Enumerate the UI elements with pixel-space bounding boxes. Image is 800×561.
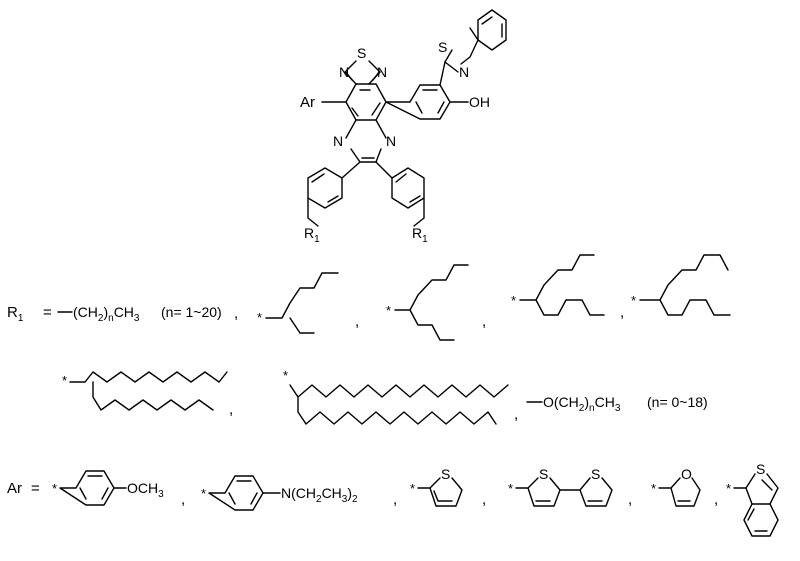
r1-branched-alkyl-1: *	[257, 272, 339, 334]
attachment-star: *	[631, 293, 636, 308]
r1-branched-alkyl-2: *	[386, 264, 469, 341]
comma: ,	[620, 304, 624, 321]
attachment-star: *	[511, 293, 516, 308]
comma: ,	[229, 401, 233, 418]
benzothiophene-s: S	[756, 461, 765, 477]
r1-alkoxy-range: (n= 0~18)	[647, 394, 708, 410]
ar-equals: =	[31, 480, 40, 497]
comma: ,	[514, 406, 518, 423]
thiadiazole-s: S	[357, 45, 366, 61]
pyrazine-n-left: N	[333, 133, 343, 149]
benzothiazole-group: S N	[438, 9, 507, 86]
r1-right-label: R1	[412, 225, 428, 245]
attachment-star: *	[508, 481, 513, 496]
hydroxyl-label: OH	[469, 94, 490, 110]
r1-branched-alkyl-3: *	[511, 254, 605, 316]
ar-furan: * O	[651, 466, 701, 507]
r1-linear-formula: (CH2)nCH3	[73, 304, 140, 324]
benzothiazole-s: S	[438, 39, 447, 55]
thiadiazole-ring: N S N	[339, 45, 387, 85]
methoxy-label: OCH3	[127, 480, 164, 500]
comma: ,	[355, 313, 359, 330]
r1-symbol: R1	[7, 304, 24, 324]
comma: ,	[482, 491, 486, 508]
left-aryl-ring: R1	[304, 161, 361, 245]
r1-branched-alkyl-4: *	[631, 254, 731, 316]
attachment-star: *	[651, 481, 656, 496]
benzothiazole-n: N	[459, 64, 469, 80]
bithiophene-s2: S	[591, 466, 600, 482]
r1-definition: R1 = (CH2)nCH3 (n= 1~20) , * , * , * , *	[7, 254, 731, 341]
furan-o: O	[681, 466, 692, 482]
pyrazine-n-right: N	[386, 133, 396, 149]
central-benzene-ring	[345, 83, 387, 121]
thiophene-s: S	[441, 466, 450, 482]
attachment-star: *	[257, 310, 262, 325]
ar-benzothiophene: * S	[726, 461, 779, 537]
attachment-star: *	[201, 486, 206, 501]
r1-long-branched-alkyl-2: *	[283, 368, 509, 425]
right-aryl-ring: R1	[375, 161, 428, 245]
comma: ,	[628, 491, 632, 508]
ar-thiophene: * S	[410, 466, 463, 507]
thiadiazole-n-left: N	[339, 64, 349, 80]
ar-methoxyphenyl: * OCH3	[52, 470, 164, 506]
pyrazine-ring: N N	[333, 119, 396, 163]
attachment-star: *	[386, 303, 391, 318]
attachment-star: *	[410, 481, 415, 496]
r1-left-label: R1	[304, 225, 320, 245]
attachment-star: *	[283, 368, 288, 383]
ar-bithiophene: * S S	[508, 466, 613, 507]
bithiophene-s1: S	[539, 466, 548, 482]
core-molecule: N S N N N Ar OH S N	[300, 9, 507, 245]
r1-alkoxy-formula: O(CH2)nCH3	[543, 394, 621, 414]
r1-linear-range: (n= 1~20)	[161, 304, 222, 320]
ar-symbol: Ar	[7, 480, 22, 497]
thiadiazole-n-right: N	[377, 64, 387, 80]
ar-definition: Ar = * OCH3 , * N(CH2CH3)2 , * S , *	[7, 461, 779, 537]
r1-long-branched-alkyl-1: *	[62, 371, 228, 411]
r1-definition-row-2: * , * , O(CH2)nCH3 (n= 0~18)	[62, 368, 708, 425]
amine-label: N(CH2CH3)2	[281, 485, 358, 505]
attachment-star: *	[52, 481, 57, 496]
ar-label: Ar	[300, 94, 315, 111]
ar-aminophenyl: * N(CH2CH3)2	[201, 475, 358, 511]
phenol-ring: OH	[385, 84, 490, 120]
comma: ,	[393, 491, 397, 508]
comma: ,	[482, 313, 486, 330]
attachment-star: *	[726, 481, 731, 496]
comma: ,	[234, 305, 238, 322]
attachment-star: *	[62, 373, 67, 388]
comma: ,	[181, 491, 185, 508]
r1-equals: =	[43, 304, 52, 321]
comma: ,	[714, 491, 718, 508]
